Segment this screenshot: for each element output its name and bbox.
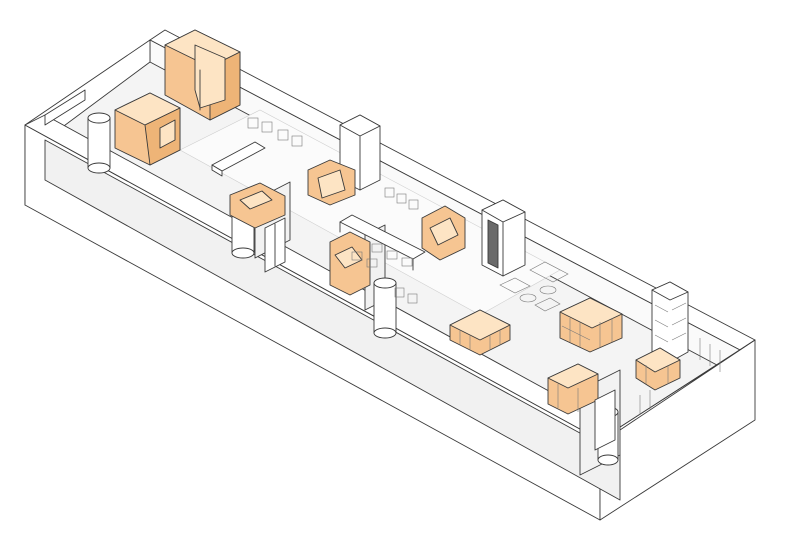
- meeting-room-pod: [164, 29, 241, 121]
- work-table-1: [211, 141, 266, 177]
- storage-tower-2: [481, 199, 526, 277]
- orange-booth-2: [329, 231, 371, 296]
- round-column-3: [373, 277, 397, 339]
- bookshelf-unit-2: [559, 297, 623, 353]
- round-column-1: [87, 112, 111, 174]
- shelving-tower-3: [651, 281, 689, 363]
- window-vertical-lines: [639, 338, 721, 415]
- orange-screen-divider: [229, 182, 286, 229]
- lounge-sofa: [421, 205, 466, 261]
- bar-stools-group-1: [247, 117, 303, 147]
- door-2: [594, 389, 616, 451]
- lounge-seating-white: [499, 261, 569, 312]
- bookshelf-unit-4: [635, 347, 681, 391]
- left-inner-wall: [44, 89, 86, 126]
- door-1: [264, 217, 286, 273]
- table-chairs: [351, 243, 413, 268]
- privacy-booth-1: [307, 159, 356, 206]
- work-table-2: [339, 214, 426, 271]
- bookshelf-unit-1: [449, 309, 511, 356]
- bar-stools-group-2: [384, 187, 419, 210]
- phone-booth: [114, 92, 181, 166]
- bar-stools-group-3: [394, 287, 418, 304]
- front-inner-ledge: [44, 139, 621, 501]
